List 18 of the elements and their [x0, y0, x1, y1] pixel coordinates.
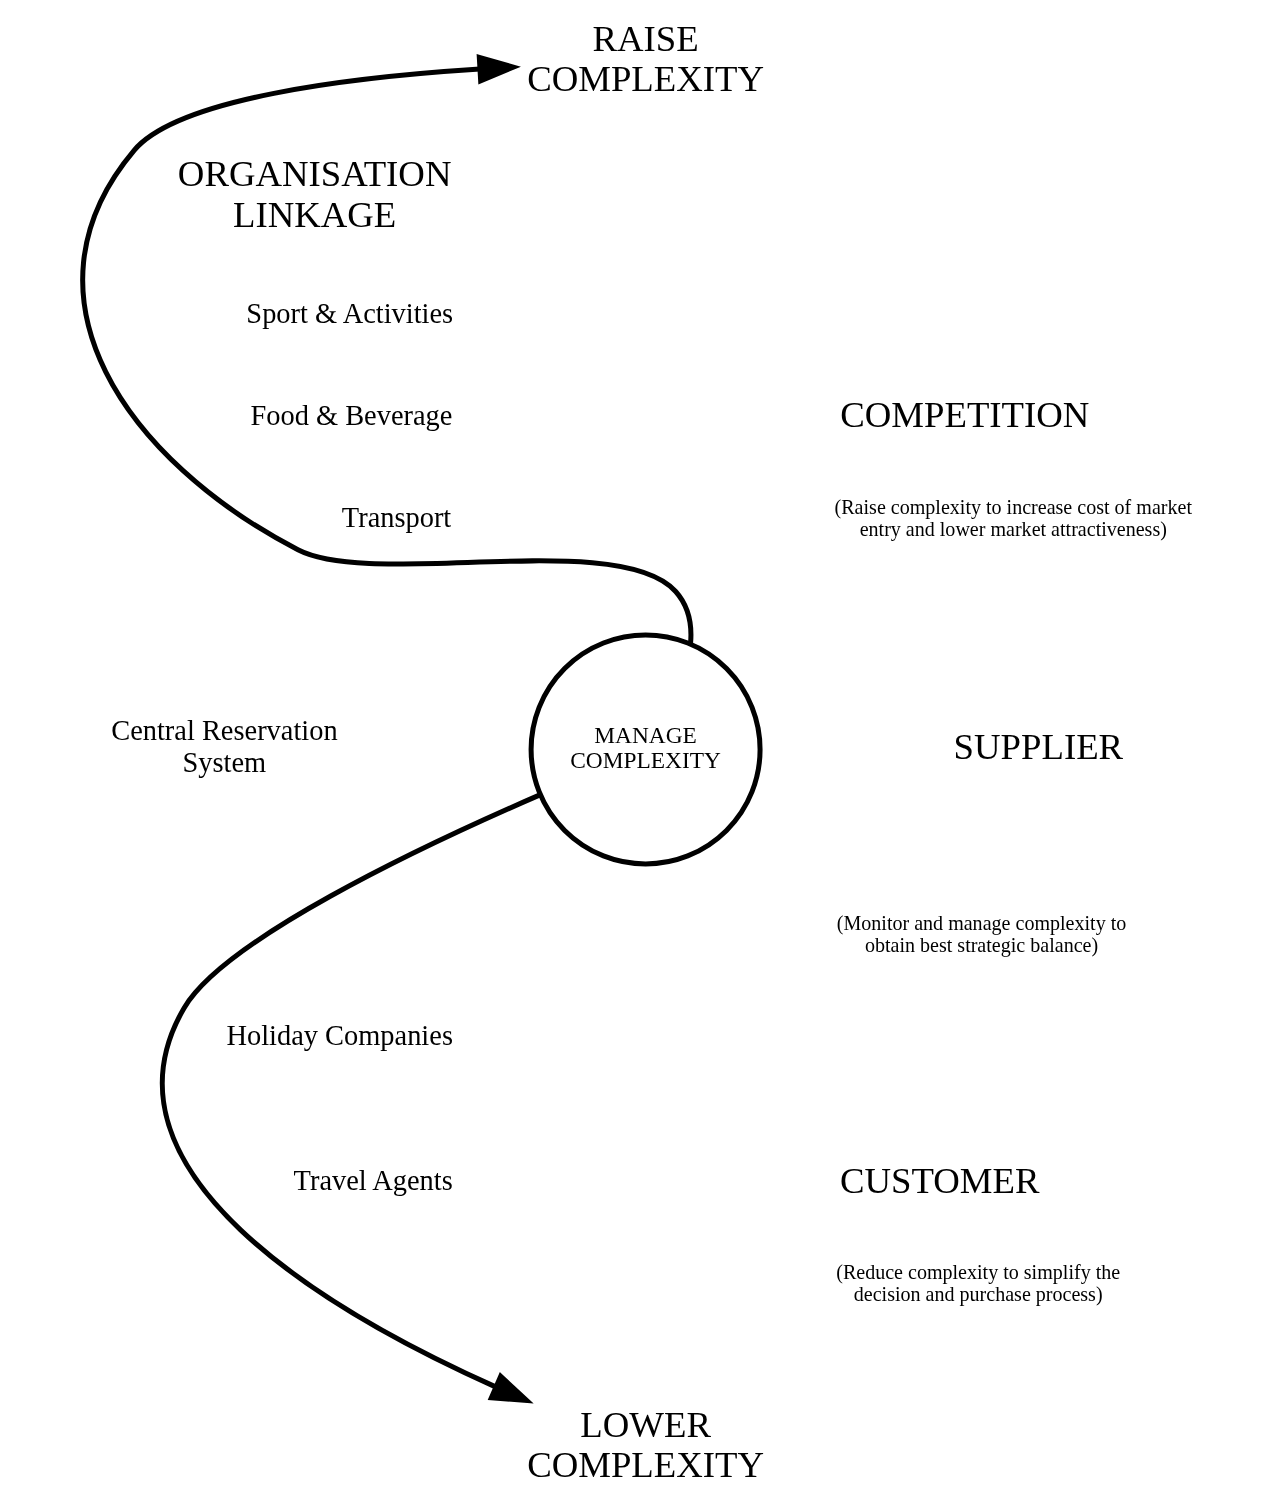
label: Travel Agents	[293, 1165, 453, 1197]
arrow	[159, 792, 541, 1404]
label: SUPPLIER	[953, 725, 1123, 767]
node-text: LOWER COMPLEXITY	[526, 1403, 764, 1485]
label: CUSTOMER	[839, 1159, 1039, 1201]
label: (Raise complexity to increase cost of market entry and lower market attractiveness)	[834, 495, 1192, 540]
node-circle: MANAGE COMPLEXITY	[528, 632, 763, 867]
node-text: RAISE COMPLEXITY	[526, 18, 764, 100]
label: ORGANISATION LINKAGE	[177, 153, 451, 235]
label: (Reduce complexity to simplify the decision and purchase process)	[835, 1261, 1120, 1306]
label: Sport & Activities	[245, 297, 453, 329]
arrow	[80, 54, 693, 644]
label: Central Reservation System	[110, 715, 338, 779]
label: Holiday Companies	[226, 1019, 453, 1051]
label: (Monitor and manage complexity to obtain best strategic balance)	[836, 912, 1126, 956]
label: Transport	[341, 501, 451, 533]
label: Food & Beverage	[249, 399, 452, 431]
label: COMPETITION	[839, 394, 1089, 436]
